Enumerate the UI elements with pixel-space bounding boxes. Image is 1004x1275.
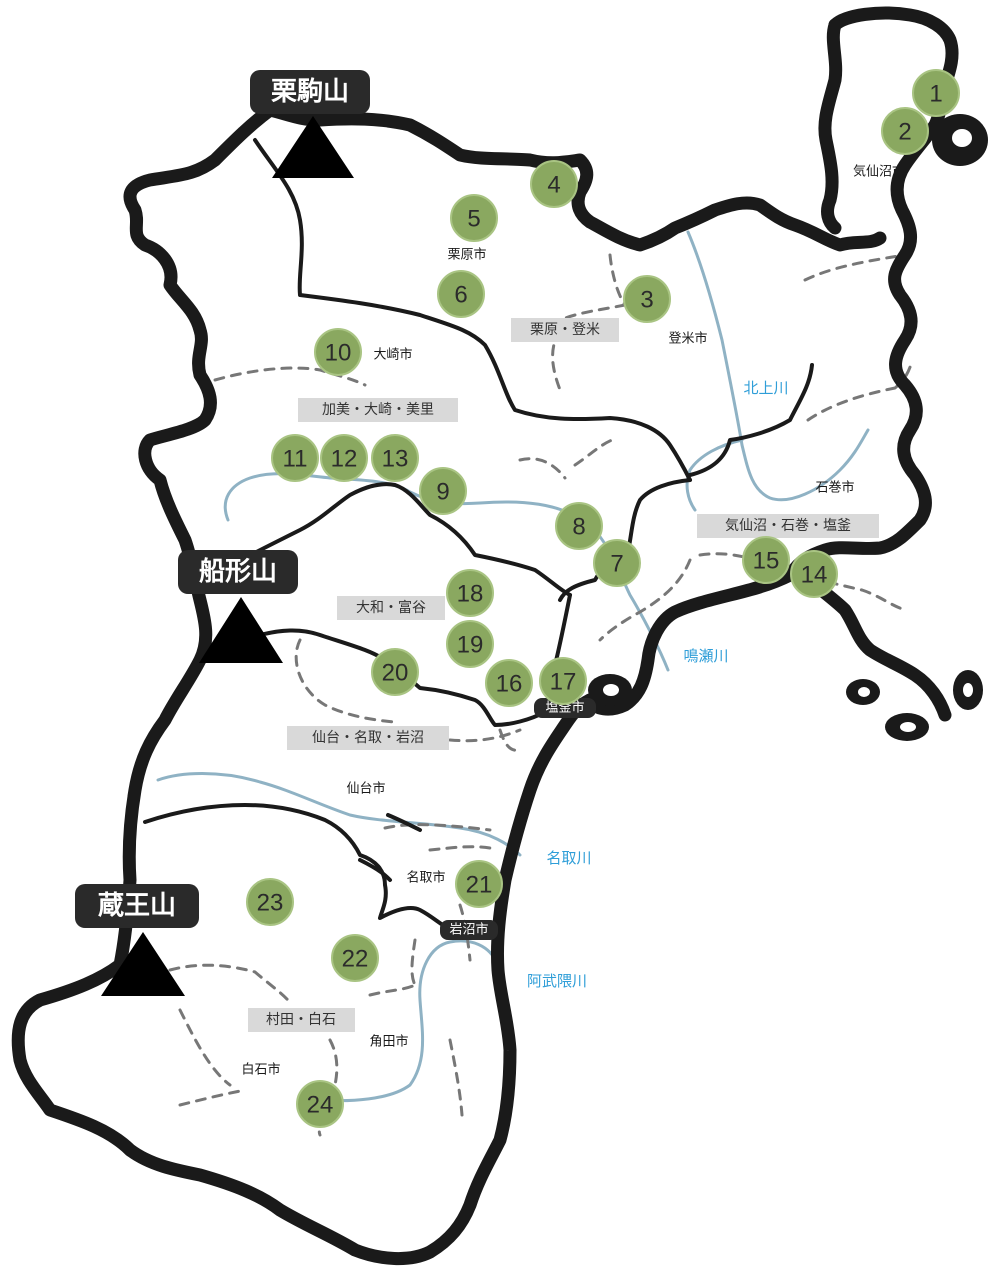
prefecture-outline xyxy=(11,6,959,1266)
funagata-mountain-icon xyxy=(199,597,283,663)
city-label-osaki: 大崎市 xyxy=(373,347,412,363)
marker-6[interactable]: 6 xyxy=(437,270,485,318)
city-label-natori: 名取市 xyxy=(406,870,445,886)
zao-mountain-icon xyxy=(101,932,185,996)
city-label-kakuda: 角田市 xyxy=(369,1034,408,1050)
mountain-label-text: 蔵王山 xyxy=(98,891,176,921)
marker-16[interactable]: 16 xyxy=(485,659,533,707)
marker-3[interactable]: 3 xyxy=(623,275,671,323)
svg-text:4: 4 xyxy=(547,172,560,199)
natori-river xyxy=(156,772,522,857)
region-label: 大和・富谷 xyxy=(356,599,426,616)
svg-text:3: 3 xyxy=(640,287,653,314)
city-labels: 気仙沼市 栗原市 登米市 大崎市 石巻市 仙台市 名取市 角田市 白石市 xyxy=(241,164,905,1078)
marker-2[interactable]: 2 xyxy=(881,107,929,155)
marker-4[interactable]: 4 xyxy=(530,160,578,208)
svg-text:9: 9 xyxy=(436,479,449,506)
city-label-tome: 登米市 xyxy=(668,331,707,347)
river-label-natori: 名取川 xyxy=(546,849,591,867)
region-label: 気仙沼・石巻・塩釜 xyxy=(725,518,851,534)
river-label-abukuma: 阿武隈川 xyxy=(527,972,587,990)
marker-5[interactable]: 5 xyxy=(450,194,498,242)
marker-22[interactable]: 22 xyxy=(331,934,379,982)
city-label-kesennuma: 気仙沼市 xyxy=(853,164,905,180)
mountain-labels: 栗駒山 船形山 蔵王山 xyxy=(75,70,370,928)
svg-text:15: 15 xyxy=(753,548,780,575)
city-label-iwanuma: 岩沼市 xyxy=(449,922,488,938)
mountain-label-text: 栗駒山 xyxy=(271,77,349,107)
svg-text:20: 20 xyxy=(382,660,409,687)
city-label-sendai: 仙台市 xyxy=(346,781,385,797)
inner-boundaries xyxy=(143,138,814,932)
region-label: 加美・大崎・美里 xyxy=(322,402,434,418)
marker-24[interactable]: 24 xyxy=(296,1080,344,1128)
marker-11[interactable]: 11 xyxy=(271,434,319,482)
svg-text:1: 1 xyxy=(929,81,942,108)
svg-text:22: 22 xyxy=(342,946,369,973)
sub-boundaries xyxy=(168,253,914,1137)
svg-text:12: 12 xyxy=(331,446,358,473)
mountain-label-text: 船形山 xyxy=(199,556,277,587)
svg-text:7: 7 xyxy=(610,551,623,578)
svg-text:8: 8 xyxy=(572,514,585,541)
svg-text:21: 21 xyxy=(466,872,493,899)
region-labels: 栗原・登米 加美・大崎・美里 気仙沼・石巻・塩釜 大和・富谷 仙台・名取・岩沼 … xyxy=(248,318,879,1032)
region-label: 村田・白石 xyxy=(266,1012,336,1028)
river-labels: 北上川 鳴瀬川 名取川 阿武隈川 xyxy=(527,379,789,990)
svg-text:5: 5 xyxy=(467,206,480,233)
marker-21[interactable]: 21 xyxy=(455,860,503,908)
kitakami-river-branch xyxy=(685,438,744,512)
islands xyxy=(588,114,988,741)
abukuma-river xyxy=(318,939,500,1103)
city-label-shiroishi: 白石市 xyxy=(241,1062,280,1078)
marker-9[interactable]: 9 xyxy=(419,467,467,515)
marker-19[interactable]: 19 xyxy=(446,620,494,668)
marker-13[interactable]: 13 xyxy=(371,434,419,482)
kurikoma-mountain-icon xyxy=(272,116,354,178)
svg-text:24: 24 xyxy=(307,1092,334,1119)
river-label-kitakami: 北上川 xyxy=(743,379,788,397)
marker-18[interactable]: 18 xyxy=(446,569,494,617)
svg-text:14: 14 xyxy=(801,562,828,589)
region-label: 栗原・登米 xyxy=(530,322,600,338)
marker-12[interactable]: 12 xyxy=(320,434,368,482)
svg-text:13: 13 xyxy=(382,446,409,473)
marker-20[interactable]: 20 xyxy=(371,648,419,696)
mountain-label-funagata: 船形山 xyxy=(178,550,298,594)
marker-10[interactable]: 10 xyxy=(314,328,362,376)
svg-text:10: 10 xyxy=(325,340,352,367)
marker-1[interactable]: 1 xyxy=(912,69,960,117)
kitakami-river xyxy=(686,230,870,502)
svg-text:23: 23 xyxy=(257,890,284,917)
svg-text:19: 19 xyxy=(457,632,484,659)
mountain-icons xyxy=(101,116,354,996)
svg-text:17: 17 xyxy=(550,669,577,696)
region-label: 仙台・名取・岩沼 xyxy=(312,730,424,746)
marker-8[interactable]: 8 xyxy=(555,502,603,550)
city-label-kurihara: 栗原市 xyxy=(447,247,486,263)
mountain-label-kurikoma: 栗駒山 xyxy=(250,70,370,114)
svg-text:18: 18 xyxy=(457,581,484,608)
river-label-naruse: 鳴瀬川 xyxy=(683,647,728,665)
marker-17[interactable]: 17 xyxy=(539,657,587,705)
city-label-ishinomaki: 石巻市 xyxy=(815,480,854,496)
svg-text:11: 11 xyxy=(283,446,308,473)
markers: 1 2 3 4 5 6 7 8 9 10 11 12 13 14 15 16 1… xyxy=(246,69,960,1128)
svg-text:2: 2 xyxy=(898,119,911,146)
mountain-label-zao: 蔵王山 xyxy=(75,884,199,928)
marker-15[interactable]: 15 xyxy=(742,536,790,584)
marker-23[interactable]: 23 xyxy=(246,878,294,926)
svg-text:16: 16 xyxy=(496,671,523,698)
svg-text:6: 6 xyxy=(454,282,467,309)
marker-14[interactable]: 14 xyxy=(790,550,838,598)
marker-7[interactable]: 7 xyxy=(593,539,641,587)
